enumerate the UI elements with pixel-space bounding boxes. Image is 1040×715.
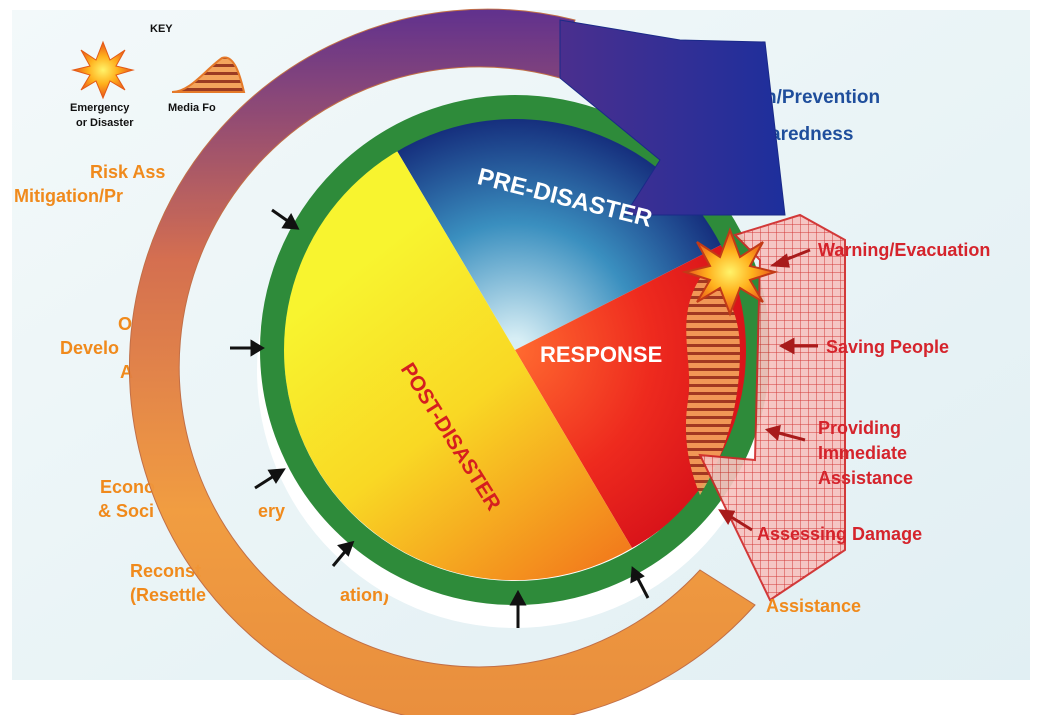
arrow-icon	[271, 208, 300, 230]
label-pre-4: aredness	[770, 124, 853, 145]
media-focus-band	[685, 278, 740, 495]
emergency-burst-icon	[71, 40, 135, 100]
response-arrow	[698, 213, 846, 602]
label-econ-3: ery	[258, 501, 285, 521]
media-focus-icon	[171, 56, 246, 93]
key-emergency-line1: Emergency	[70, 102, 130, 114]
label-risk-2: Mitigation/Pr	[14, 186, 123, 206]
arrow-icon	[230, 339, 265, 357]
label-ongoing-2: Develo	[60, 338, 119, 358]
response-labels: Warning/Evacuation Saving People Providi…	[718, 240, 990, 616]
label-warning: Warning/Evacuation	[818, 240, 990, 260]
wheel-emergency-burst-icon	[681, 227, 779, 317]
cycle-arrow	[128, 8, 756, 715]
label-assessing: Assessing Damage	[757, 524, 922, 544]
key-emergency-line2: or Disaster	[76, 117, 134, 129]
arrow-icon	[331, 540, 355, 567]
wheel-response-label: RESPONSE	[540, 342, 662, 367]
key-media-label: Media Fo	[168, 102, 216, 114]
cycle-arrow-head	[559, 19, 786, 216]
label-providing: Providing	[818, 418, 901, 438]
label-recon-1: Reconst	[130, 561, 201, 581]
label-risk-1: Risk Ass	[90, 162, 165, 182]
arrow-icon	[254, 468, 286, 490]
label-econ-2: & Soci	[98, 501, 154, 521]
key-legend: KEY Emergency or Disaster Media Fo	[70, 23, 246, 129]
label-saving: Saving People	[826, 337, 949, 357]
post-disaster-labels: Risk Ass Mitigation/Pr O Develo A Econo …	[14, 162, 389, 605]
label-econ-1: Econo	[100, 477, 155, 497]
arrow-icon	[509, 589, 527, 628]
label-recon-3: ation)	[340, 585, 389, 605]
key-title: KEY	[150, 23, 173, 35]
inward-arrows	[230, 208, 650, 628]
label-immediate: Immediate	[818, 443, 907, 463]
label-ongoing-1: O	[118, 314, 132, 334]
post-disaster-wedge	[283, 151, 632, 581]
label-pre-3: n/Prevention	[765, 87, 880, 108]
arrow-icon	[630, 566, 650, 599]
label-assistance: Assistance	[818, 468, 913, 488]
pre-disaster-wedge	[397, 114, 727, 350]
label-bottom-assistance: Assistance	[766, 596, 861, 616]
label-recon-2: (Resettle	[130, 585, 206, 605]
